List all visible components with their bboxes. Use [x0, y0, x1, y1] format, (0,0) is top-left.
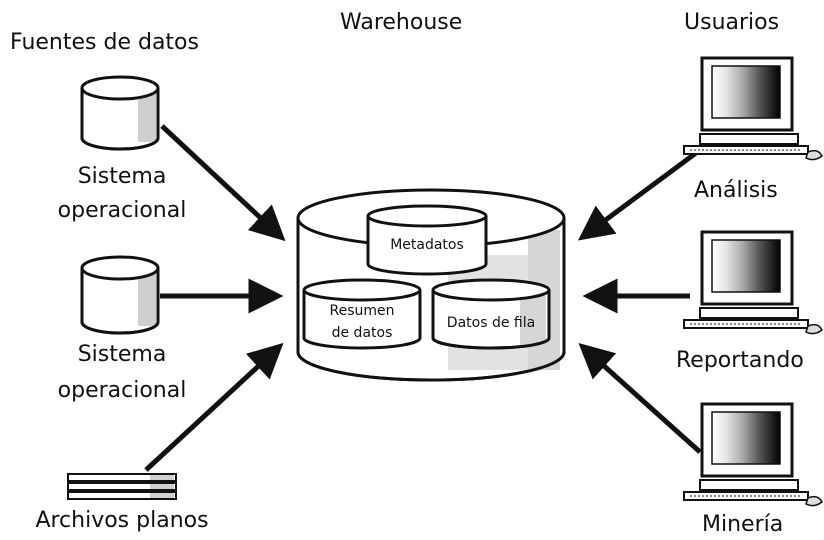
arrow-analysis-to-warehouse [577, 147, 702, 241]
computer-workstation-icon [683, 402, 823, 507]
metadata-label: Metadatos [390, 237, 464, 253]
arrow-mining-to-warehouse [578, 342, 702, 454]
database-icon [80, 255, 160, 335]
source2-label-line2: operacional [57, 378, 187, 403]
row-data-label: Datos de fila [446, 315, 536, 331]
reporting-label: Reportando [676, 348, 804, 373]
row-data-cylinder [431, 278, 551, 350]
warehouse-header: Warehouse [340, 10, 463, 35]
stacked-files-icon [67, 473, 177, 500]
source1-label-line1: Sistema [77, 164, 167, 189]
database-icon [80, 75, 160, 151]
arrow-files-to-warehouse [144, 342, 284, 472]
summary-cylinder [302, 278, 422, 350]
source1-label-line2: operacional [57, 198, 187, 223]
summary-label-line2: de datos [331, 325, 393, 341]
sources-header: Fuentes de datos [10, 30, 199, 55]
mining-label: Minería [702, 512, 784, 537]
analysis-label: Análisis [694, 178, 778, 203]
arrow-source1-to-warehouse [160, 124, 286, 242]
users-header: Usuarios [684, 10, 780, 35]
computer-workstation-icon [683, 230, 823, 335]
flat-files-label: Archivos planos [35, 508, 209, 533]
metadata-cylinder [366, 204, 488, 276]
summary-label-line1: Resumen [329, 303, 395, 319]
source2-label-line1: Sistema [77, 342, 167, 367]
computer-workstation-icon [683, 56, 823, 161]
